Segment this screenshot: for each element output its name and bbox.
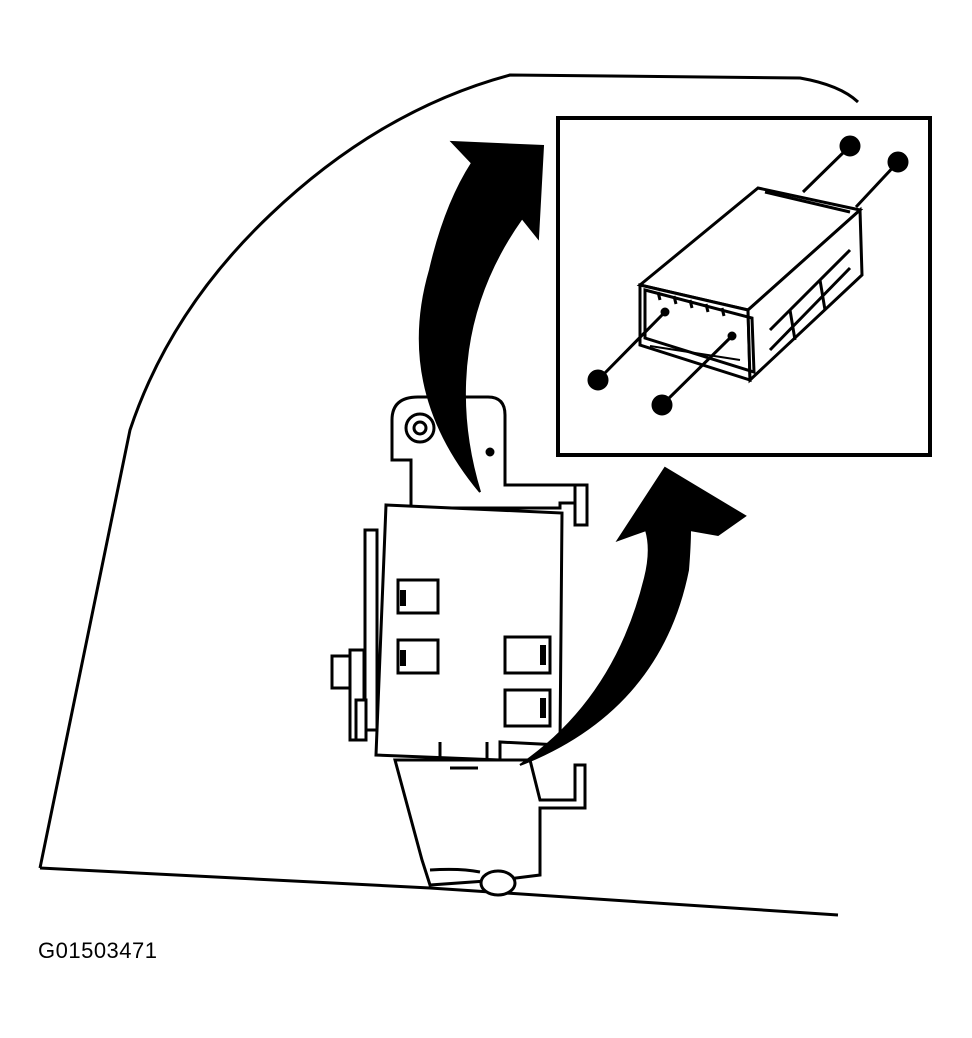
- screw-bottom-center: [651, 394, 673, 416]
- removal-arrow-lower: [519, 466, 747, 766]
- screw-top-left: [839, 135, 861, 157]
- figure-id-label: G01503471: [38, 938, 158, 963]
- panel-bottom-edge: [39, 866, 839, 917]
- panel-outline: [38, 73, 860, 869]
- screw-top-right: [887, 151, 909, 173]
- removal-arrow-upper: [418, 140, 545, 493]
- installed-module: [330, 503, 564, 770]
- screw-bottom-left: [587, 369, 609, 391]
- fasteners: [587, 135, 909, 416]
